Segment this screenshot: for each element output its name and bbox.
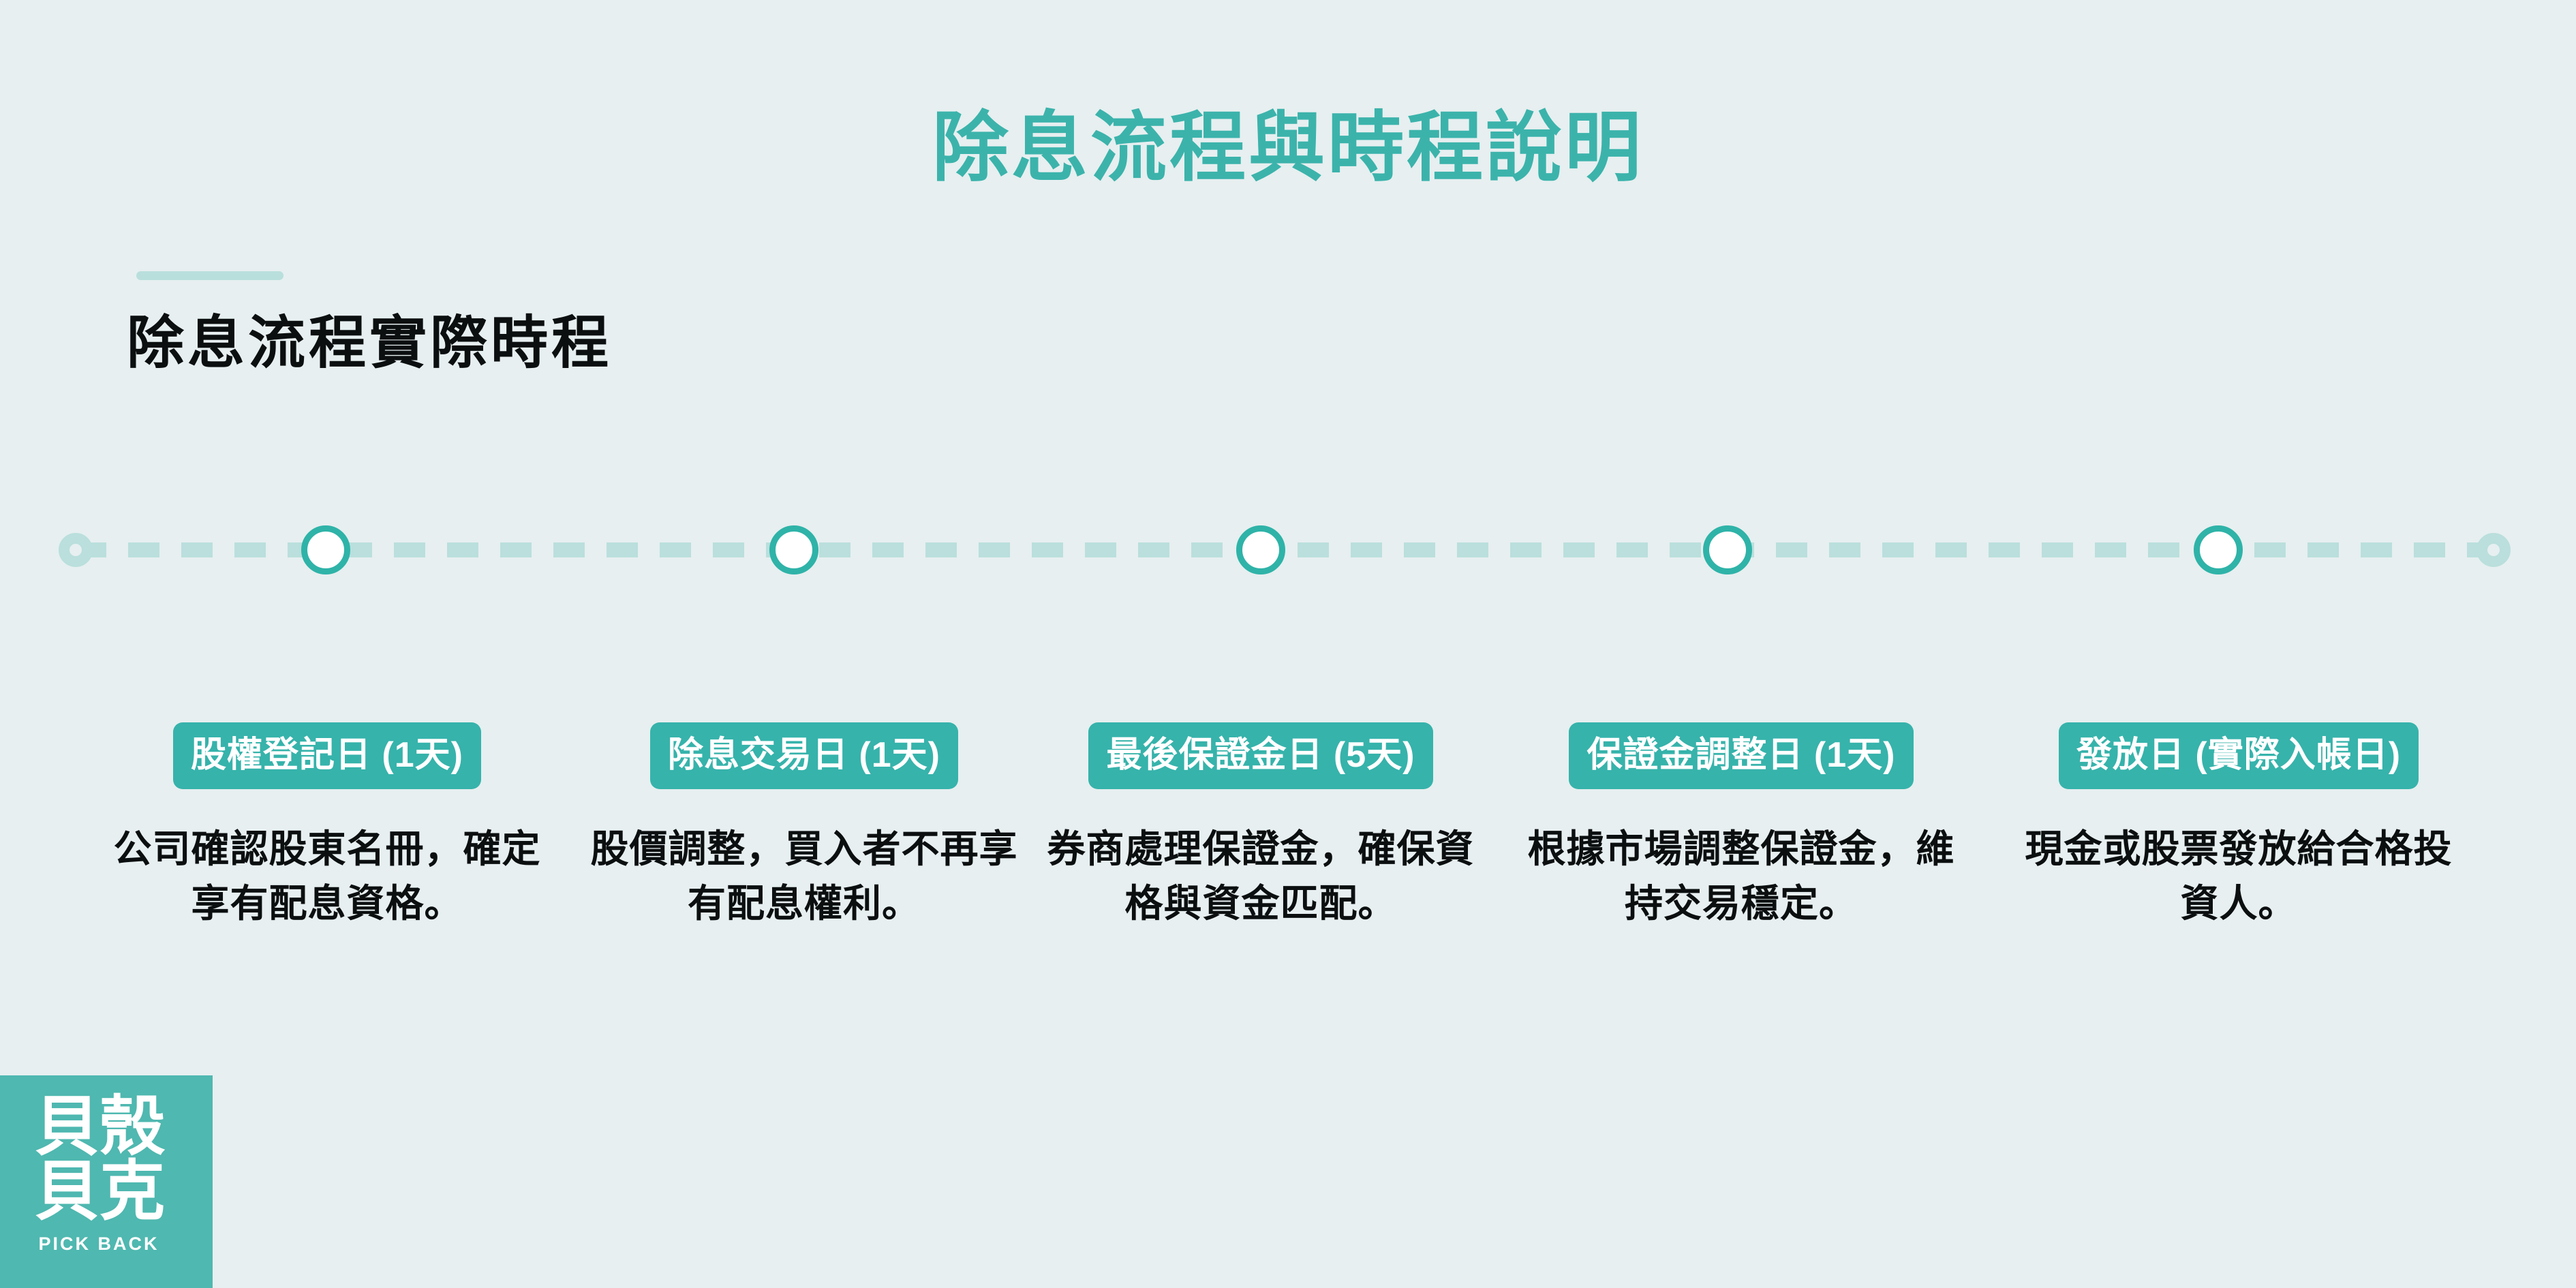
- page-title: 除息流程與時程說明: [932, 105, 1644, 190]
- timeline-node-5[interactable]: [2194, 525, 2243, 574]
- timeline-node-4[interactable]: [1703, 525, 1752, 574]
- timeline-node-1[interactable]: [301, 525, 350, 574]
- timeline-start-dot: [59, 533, 93, 567]
- section-divider: [136, 271, 283, 280]
- timeline-node-2[interactable]: [769, 525, 818, 574]
- step-description-5: 現金或股票發放給合格投資人。: [2025, 827, 2453, 925]
- timeline-step-3: 最後保證金日 (5天) 券商處理保證金，確保資格與資金匹配。: [1015, 722, 1506, 930]
- logo-glyph-grid: 貝 殼 貝 克: [34, 1088, 165, 1229]
- step-description-3: 券商處理保證金，確保資格與資金匹配。: [1047, 827, 1475, 925]
- brand-logo[interactable]: 貝 殼 貝 克 PICK BACK: [0, 1075, 213, 1288]
- logo-glyph-2: 殼: [99, 1088, 165, 1165]
- step-badge-3[interactable]: 最後保證金日 (5天): [1088, 722, 1433, 789]
- timeline-step-5: 發放日 (實際入帳日) 現金或股票發放給合格投資人。: [1976, 722, 2501, 930]
- logo-wordmark: PICK BACK: [38, 1233, 159, 1254]
- logo-glyph-4: 克: [99, 1153, 165, 1229]
- step-description-4: 根據市場調整保證金，維持交易穩定。: [1527, 827, 1955, 925]
- step-badge-5[interactable]: 發放日 (實際入帳日): [2058, 722, 2419, 789]
- timeline: [0, 518, 2576, 586]
- logo-glyph-1: 貝: [34, 1088, 99, 1165]
- timeline-node-3[interactable]: [1236, 525, 1285, 574]
- timeline-step-2: 除息交易日 (1天) 股價調整，買入者不再享有配息權利。: [552, 722, 1056, 930]
- step-description-1: 公司確認股東名冊，確定享有配息資格。: [113, 827, 541, 925]
- timeline-track: [75, 542, 2501, 557]
- timeline-steps: 股權登記日 (1天) 公司確認股東名冊，確定享有配息資格。 除息交易日 (1天)…: [0, 722, 2576, 1009]
- section-title: 除息流程實際時程: [127, 311, 613, 375]
- step-badge-2[interactable]: 除息交易日 (1天): [649, 722, 958, 789]
- timeline-step-1: 股權登記日 (1天) 公司確認股東名冊，確定享有配息資格。: [75, 722, 579, 930]
- step-badge-1[interactable]: 股權登記日 (1天): [172, 722, 481, 789]
- timeline-end-dot: [2477, 533, 2511, 567]
- step-badge-4[interactable]: 保證金調整日 (1天): [1569, 722, 1914, 789]
- timeline-step-4: 保證金調整日 (1天) 根據市場調整保證金，維持交易穩定。: [1496, 722, 1987, 930]
- step-description-2: 股價調整，買入者不再享有配息權利。: [590, 827, 1018, 925]
- logo-glyph-3: 貝: [34, 1153, 99, 1229]
